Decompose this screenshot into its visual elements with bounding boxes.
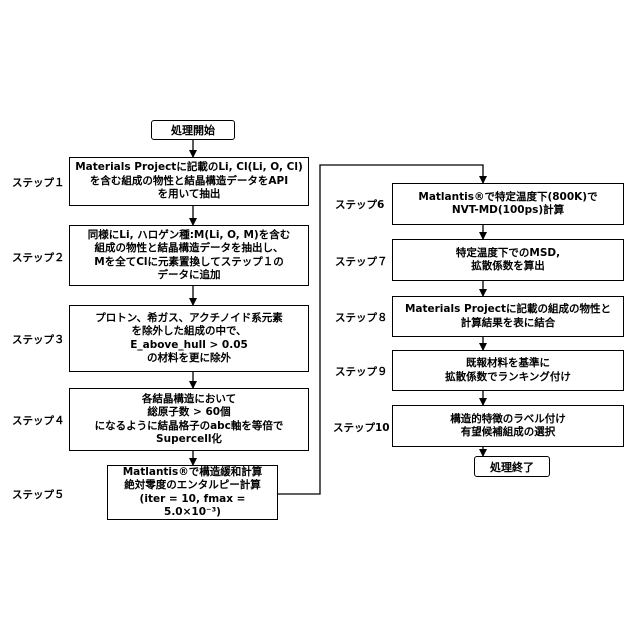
step9-label: ステップ９	[335, 364, 388, 379]
step3-box: プロトン、希ガス、アクチノイド系元素 を除外した組成の中で、 E_above_h…	[69, 305, 309, 372]
step2-text: 同様にLi, ハロゲン種:M(Li, O, M)を含む 組成の物性と結晶構造デー…	[88, 229, 290, 283]
step7-text: 特定温度下でのMSD, 拡散係数を算出	[456, 247, 560, 274]
step1-label: ステップ１	[12, 175, 65, 190]
step9-box: 既報材料を基準に 拡散係数でランキング付け	[392, 350, 624, 391]
step7-label: ステップ７	[335, 254, 388, 269]
step4-box: 各結晶構造において 総原子数 > 60個 になるように結晶格子のabc軸を等倍で…	[69, 388, 309, 451]
step10-label: ステップ10	[333, 420, 390, 435]
step5-text: Matlantis®で構造緩和計算 絶対零度のエンタルピー計算 (iter = …	[112, 466, 273, 520]
end-label: 処理終了	[490, 459, 534, 475]
step6-text: Matlantis®で特定温度下(800K)で NVT-MD(100ps)計算	[418, 191, 597, 218]
end-terminal: 処理終了	[474, 456, 550, 477]
step6-label: ステップ6	[335, 197, 384, 212]
step8-label: ステップ８	[335, 310, 388, 325]
step6-box: Matlantis®で特定温度下(800K)で NVT-MD(100ps)計算	[392, 183, 624, 225]
step7-box: 特定温度下でのMSD, 拡散係数を算出	[392, 239, 624, 281]
step1-text: Materials Projectに記載のLi, Cl(Li, O, Cl) を…	[75, 161, 303, 202]
step5-box: Matlantis®で構造緩和計算 絶対零度のエンタルピー計算 (iter = …	[107, 465, 278, 520]
step9-text: 既報材料を基準に 拡散係数でランキング付け	[445, 357, 571, 384]
step8-text: Materials Projectに記載の組成の物性と 計算結果を表に結合	[405, 303, 611, 330]
step3-text: プロトン、希ガス、アクチノイド系元素 を除外した組成の中で、 E_above_h…	[95, 312, 283, 366]
step2-label: ステップ２	[12, 250, 65, 265]
start-terminal: 処理開始	[151, 120, 235, 140]
step2-box: 同様にLi, ハロゲン種:M(Li, O, M)を含む 組成の物性と結晶構造デー…	[69, 225, 309, 286]
step10-text: 構造的特徴のラベル付け 有望候補組成の選択	[450, 413, 566, 440]
step4-label: ステップ４	[12, 413, 65, 428]
step5-label: ステップ５	[12, 487, 65, 502]
step4-text: 各結晶構造において 総原子数 > 60個 になるように結晶格子のabc軸を等倍で…	[95, 393, 284, 447]
start-label: 処理開始	[171, 122, 215, 138]
step1-box: Materials Projectに記載のLi, Cl(Li, O, Cl) を…	[69, 157, 309, 206]
step3-label: ステップ３	[12, 332, 65, 347]
step8-box: Materials Projectに記載の組成の物性と 計算結果を表に結合	[392, 296, 624, 337]
step10-box: 構造的特徴のラベル付け 有望候補組成の選択	[392, 405, 624, 447]
